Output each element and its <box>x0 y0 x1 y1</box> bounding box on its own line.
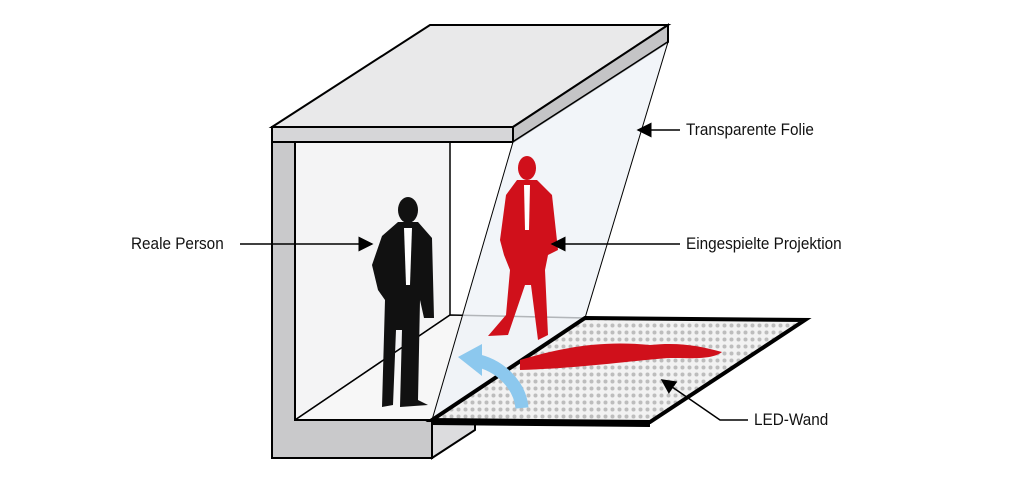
led-projection-image <box>520 343 722 370</box>
label-transparent-foil: Transparente Folie <box>686 120 814 139</box>
projected-person-silhouette <box>488 156 558 340</box>
label-led-wall: LED-Wand <box>754 410 829 429</box>
roof-front <box>271 126 514 143</box>
reflection-arrowhead <box>458 344 482 376</box>
label-projection: Eingespielte Projektion <box>686 234 842 253</box>
label-real-person: Reale Person <box>131 234 224 253</box>
led-wall-pointer <box>660 379 748 421</box>
real-person-silhouette <box>372 197 434 407</box>
